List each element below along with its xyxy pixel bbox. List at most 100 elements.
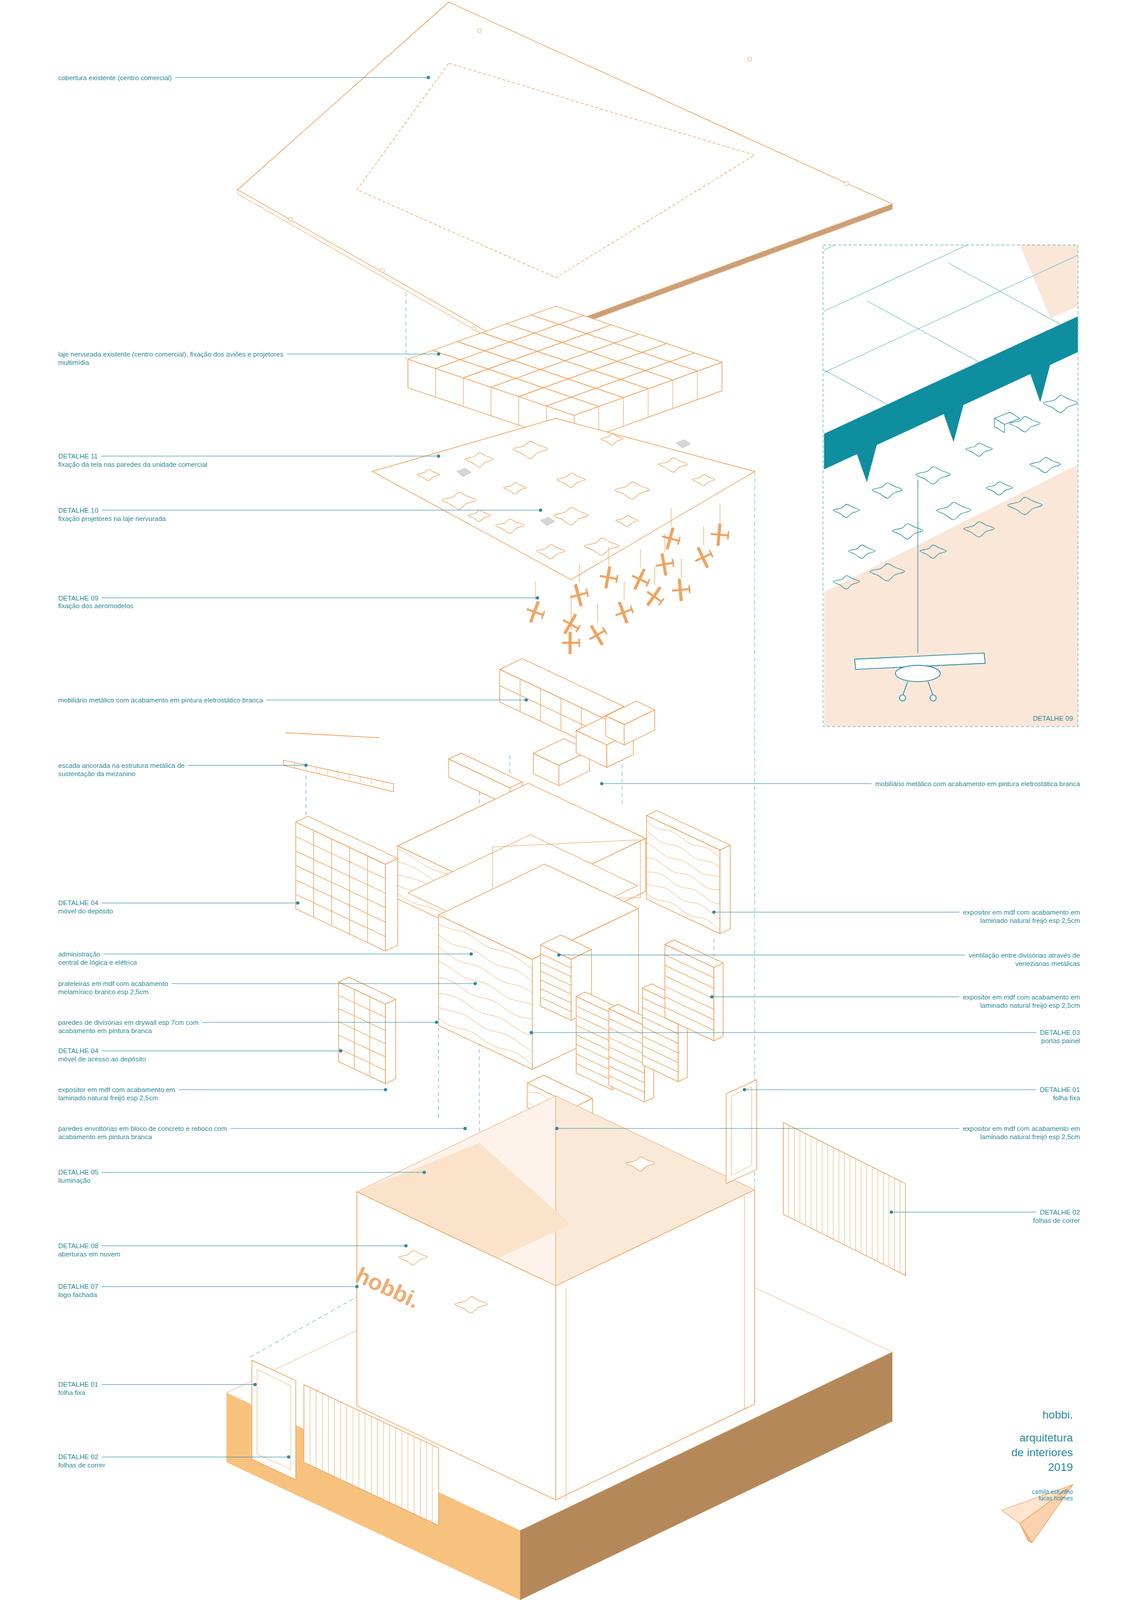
glass xyxy=(731,1086,752,1176)
inset-frame xyxy=(822,245,1078,727)
leader-dot xyxy=(296,900,300,905)
cloud-shape xyxy=(848,544,875,559)
shelf-line xyxy=(665,954,714,978)
shelf-line xyxy=(576,1014,613,1032)
callout-label: DETALHE 05 xyxy=(58,1167,263,1176)
aeromodel xyxy=(584,620,612,650)
wing xyxy=(564,613,577,634)
hanging-wire xyxy=(570,612,572,631)
cloud-shape xyxy=(398,1249,428,1265)
aeromodel xyxy=(640,581,669,611)
callout-label: DETALHE 01 xyxy=(58,1379,263,1388)
wood-grain xyxy=(646,871,721,904)
cloud-shape xyxy=(870,563,905,581)
slat xyxy=(794,1127,795,1220)
rib-line xyxy=(463,377,464,406)
callout-label: fixação projetores na laje nervurada xyxy=(58,514,293,523)
slat xyxy=(883,1172,884,1265)
box-face xyxy=(665,939,724,968)
aeromodel xyxy=(597,564,620,591)
slat xyxy=(432,1444,433,1523)
shelf-line xyxy=(540,961,572,977)
tail xyxy=(586,588,589,597)
stair xyxy=(283,759,394,792)
hanging-wire xyxy=(719,503,721,522)
stair-step xyxy=(316,766,317,773)
leader-dot xyxy=(536,596,540,600)
callout-label: DETALHE 09 xyxy=(970,713,1073,723)
tail xyxy=(646,579,650,587)
slat xyxy=(899,1180,901,1273)
wing xyxy=(679,578,681,601)
facade-logo: hobbi. xyxy=(352,1262,423,1312)
cloud-shape xyxy=(1007,497,1043,515)
cloud-shape xyxy=(553,507,589,525)
callout-label: DETALHE 09 xyxy=(58,593,263,603)
slat xyxy=(827,1143,829,1236)
shelf-line xyxy=(540,979,572,994)
shelf-line xyxy=(576,1005,613,1023)
wall-face xyxy=(556,1189,756,1500)
leader-dot xyxy=(524,698,529,702)
box-face xyxy=(540,934,593,959)
inset-peach xyxy=(1019,245,1078,319)
stair xyxy=(283,732,394,792)
leader-dot xyxy=(463,1126,468,1130)
slat xyxy=(821,1141,823,1234)
wing xyxy=(530,600,539,623)
bolt xyxy=(844,181,849,186)
callout-label: escada ancorada na estrutura metálica de… xyxy=(58,761,190,778)
wing xyxy=(635,569,645,590)
leader-line xyxy=(178,1089,386,1090)
slat xyxy=(788,1124,790,1217)
shelf-line xyxy=(338,1034,386,1057)
rib-line xyxy=(531,314,698,371)
callout-label: folha fixa xyxy=(927,1093,1081,1102)
shelf-line xyxy=(665,975,714,999)
shelf-line xyxy=(609,1065,646,1083)
callout-label: paredes envoltórias em bloco de concreto… xyxy=(58,1123,263,1141)
slat xyxy=(805,1133,806,1226)
tail xyxy=(672,558,674,567)
cloud-shape xyxy=(692,474,716,486)
callout-label: mobiliário metálico com acabamento em pi… xyxy=(845,779,1080,788)
fixed-leaf xyxy=(726,1079,757,1184)
furniture-box xyxy=(646,810,731,934)
slat xyxy=(358,1410,360,1488)
stair-step xyxy=(349,774,350,780)
hanging-wire xyxy=(597,603,598,623)
cloud-shape xyxy=(614,481,650,499)
furniture-box xyxy=(605,700,655,745)
wood-grain xyxy=(438,923,532,970)
leader-dot xyxy=(473,981,478,985)
leader-line xyxy=(230,1127,465,1129)
callout-label: DETALHE 07 xyxy=(58,1281,263,1291)
shelf-line xyxy=(642,1026,679,1043)
leader-line xyxy=(101,455,439,456)
shelf-line xyxy=(576,1043,613,1061)
slab-rib xyxy=(1030,363,1051,402)
shelf-line xyxy=(540,953,572,968)
tail xyxy=(709,549,713,558)
divider-line xyxy=(540,688,541,721)
hanging-wire xyxy=(670,507,672,527)
slab-band xyxy=(824,316,1078,470)
leader-line xyxy=(286,353,439,355)
callout-label: folhas de correr xyxy=(927,1215,1081,1225)
leader-line xyxy=(103,953,472,954)
wood-grain xyxy=(646,842,721,878)
cloud-shape xyxy=(963,521,995,537)
bolt xyxy=(747,57,752,62)
aeromodel xyxy=(709,522,730,547)
slat xyxy=(832,1146,834,1239)
bolt xyxy=(380,268,385,273)
hanging-wire xyxy=(640,549,641,568)
aeromodel xyxy=(627,565,654,594)
divider-line xyxy=(519,678,521,711)
leader-dot xyxy=(253,1382,257,1387)
leader-dot xyxy=(889,1209,894,1214)
inset-grid xyxy=(824,245,1078,312)
cloud-shape xyxy=(464,452,494,467)
leader-dot xyxy=(742,1087,747,1091)
